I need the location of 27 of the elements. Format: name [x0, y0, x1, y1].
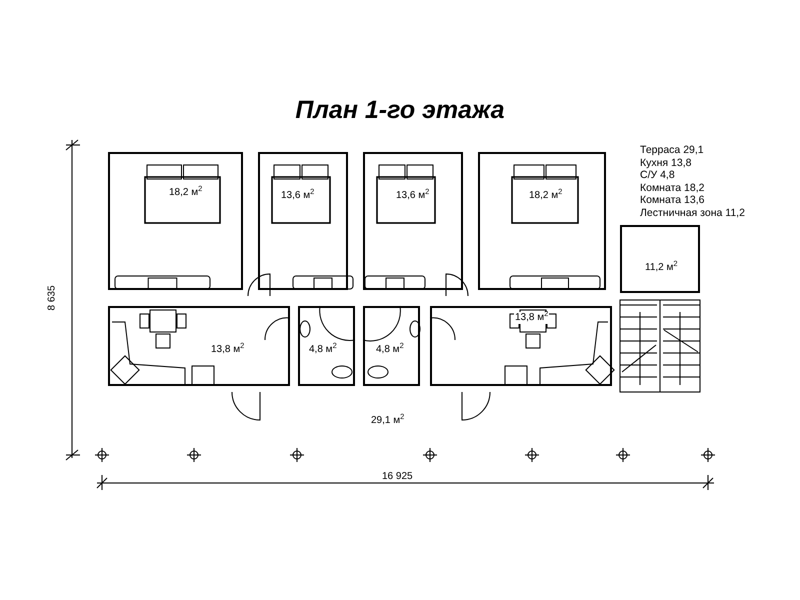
room-outline — [108, 152, 243, 290]
room-area-note: С/У 4,8 — [640, 169, 676, 182]
area-label: 29,1 м$^{2}$ — [370, 415, 406, 427]
room-outline — [363, 306, 420, 386]
area-label: 4,8 м$^{2}$ — [375, 344, 405, 356]
area-label: 13,6 м$^{2}$ — [395, 190, 430, 202]
room-outline — [478, 152, 606, 290]
room-outline — [258, 152, 348, 290]
area-label: 4,8 м$^{2}$ — [308, 344, 338, 356]
area-label: 11,2 м$^{2}$ — [644, 262, 679, 274]
room-area-note: Лестничная зона 11,2 — [640, 206, 745, 219]
area-label: 13,6 м$^{2}$ — [280, 190, 316, 202]
room-outline — [108, 306, 290, 386]
room-area-note: Терраса 29,1 — [640, 144, 705, 156]
area-label: 18,2 м$^{2}$ — [168, 187, 204, 199]
room-area-note: Кухня 13,8 — [640, 156, 692, 169]
room-outline — [430, 306, 612, 386]
dimension-label: 8 635 — [48, 285, 58, 311]
room-outline — [620, 225, 700, 293]
area-label: 18,2 м$^{2}$ — [528, 190, 564, 202]
room-outline — [298, 306, 355, 386]
room-area-note: Комната 18,2 — [640, 182, 706, 194]
dimension-label: 16 925 — [382, 472, 413, 482]
room-area-note: Комната 13,6 — [640, 194, 706, 206]
area-label: 13,8 м$^{2}$ — [210, 344, 246, 356]
plan-title: План 1-го этажа — [294, 95, 506, 126]
room-outline — [363, 152, 463, 290]
